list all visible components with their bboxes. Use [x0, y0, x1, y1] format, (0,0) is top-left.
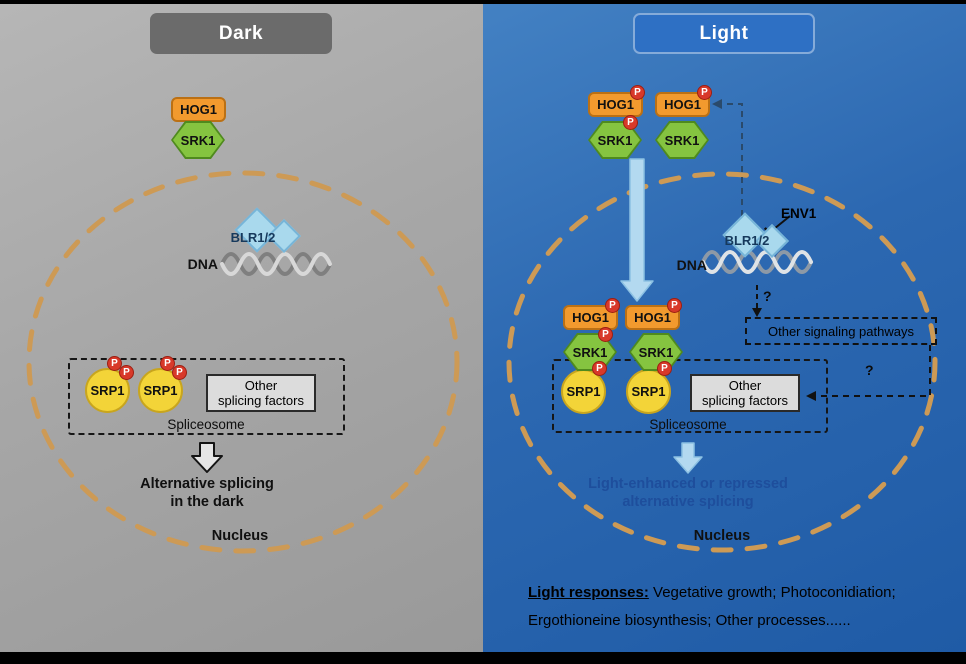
feedback-arrowhead: [712, 99, 722, 109]
other-splicing-factors-box: Other splicing factors: [206, 374, 316, 412]
light-outcome-text: Light-enhanced or repressed alternative …: [538, 475, 838, 511]
pathways-to-factors-arrowhead: [806, 391, 816, 401]
dna-label: DNA: [187, 256, 218, 272]
signal-flow-arrow: [620, 158, 654, 302]
nucleus-label: Nucleus: [211, 528, 269, 544]
other-splicing-factors-line1: Other: [728, 378, 762, 393]
phospho-badge: P: [592, 361, 607, 376]
dark-outcome-text: Alternative splicing in the dark: [87, 475, 327, 511]
srp1-protein: SRP1: [626, 369, 671, 414]
light-responses-line2: Ergothioneine biosynthesis; Other proces…: [528, 612, 851, 629]
spliceosome-box: [68, 358, 345, 435]
bottom-black-bar: [0, 652, 966, 664]
dark-title-box: Dark: [150, 13, 332, 54]
phospho-badge: P: [172, 365, 187, 380]
srp1-protein: SRP1: [561, 369, 606, 414]
dna-helix: [701, 250, 813, 274]
phospho-badge: P: [598, 327, 613, 342]
other-splicing-factors-line2: splicing factors: [218, 393, 304, 408]
other-splicing-factors-line2: splicing factors: [702, 393, 788, 408]
phospho-badge: P: [697, 85, 712, 100]
env1-label: ENV1: [781, 206, 817, 221]
hog1-protein: HOG1: [625, 305, 680, 330]
srp1-label: SRP1: [143, 383, 178, 398]
dark-title-label: Dark: [218, 22, 264, 44]
hog1-protein: HOG1: [655, 92, 710, 117]
hog1-protein: HOG1: [171, 97, 226, 122]
srk1-protein: SRK1: [655, 121, 709, 159]
phospho-badge: P: [119, 365, 134, 380]
hog1-label: HOG1: [572, 310, 609, 325]
srp1-protein: SRP1: [138, 368, 183, 413]
dark-panel-graphics: [26, 170, 460, 554]
nucleus-label: Nucleus: [693, 528, 751, 544]
dark-outcome-line1: Alternative splicing: [140, 476, 274, 492]
srp1-label: SRP1: [566, 384, 601, 399]
light-title-box: Light: [633, 13, 815, 54]
phospho-badge: P: [657, 361, 672, 376]
light-responses-label: Light responses:: [528, 584, 649, 601]
phospho-badge: P: [667, 298, 682, 313]
phospho-badge: P: [630, 85, 645, 100]
nucleus-envelope: [506, 171, 938, 553]
splicing-outcome-arrow: [673, 442, 703, 474]
hog1-label: HOG1: [180, 102, 217, 117]
light-panel: Light HOG1 HOG1 P P SRK1 SRK1 P ENV1 BLR…: [483, 4, 966, 652]
hog1-label: HOG1: [664, 97, 701, 112]
light-outcome-line1: Light-enhanced or repressed: [588, 476, 788, 492]
light-title-label: Light: [699, 22, 749, 44]
question-mark: ?: [865, 362, 874, 378]
other-signaling-pathways-box: Other signaling pathways: [745, 317, 937, 345]
dark-panel: Dark HOG1 SRK1 BLR1/2 DNA SRP1 SRP1 P P …: [0, 4, 483, 652]
feedback-dashed-line: [721, 103, 743, 216]
phospho-badge: P: [160, 356, 175, 371]
spliceosome-label: Spliceosome: [649, 417, 727, 432]
blr12-label: BLR1/2: [724, 233, 770, 248]
hog1-label: HOG1: [597, 97, 634, 112]
dna-to-pathways-arrowhead: [752, 308, 762, 317]
blr12-label: BLR1/2: [230, 230, 276, 245]
hog1-label: HOG1: [634, 310, 671, 325]
spliceosome-box: [552, 359, 828, 433]
splicing-outcome-arrow: [191, 442, 223, 473]
spliceosome-label: Spliceosome: [167, 417, 245, 432]
srp1-label: SRP1: [90, 383, 125, 398]
light-outcome-line2: alternative splicing: [622, 494, 754, 510]
hog1-protein: HOG1: [588, 92, 643, 117]
top-black-bar: [0, 0, 966, 4]
nucleus-envelope: [26, 170, 460, 554]
pathways-to-factors-dashed-line: [814, 345, 931, 397]
srk1-protein: SRK1: [171, 121, 225, 159]
light-responses-line1-rest: Vegetative growth; Photoconidiation;: [648, 584, 896, 601]
srk1-protein: SRK1: [629, 333, 683, 371]
other-splicing-factors-box: Other splicing factors: [690, 374, 800, 412]
phospho-badge: P: [107, 356, 122, 371]
phospho-badge: P: [623, 115, 638, 130]
srp1-label: SRP1: [631, 384, 666, 399]
other-splicing-factors-line1: Other: [244, 378, 278, 393]
light-responses-line1: Light responses: Vegetative growth; Phot…: [528, 579, 943, 607]
phospho-badge: P: [605, 298, 620, 313]
dna-helix: [220, 252, 332, 276]
dna-label: DNA: [676, 257, 707, 273]
dark-outcome-line2: in the dark: [170, 494, 244, 510]
light-responses-text: Light responses: Vegetative growth; Phot…: [528, 579, 943, 635]
question-mark: ?: [763, 288, 772, 304]
other-signaling-pathways-label: Other signaling pathways: [768, 323, 914, 339]
